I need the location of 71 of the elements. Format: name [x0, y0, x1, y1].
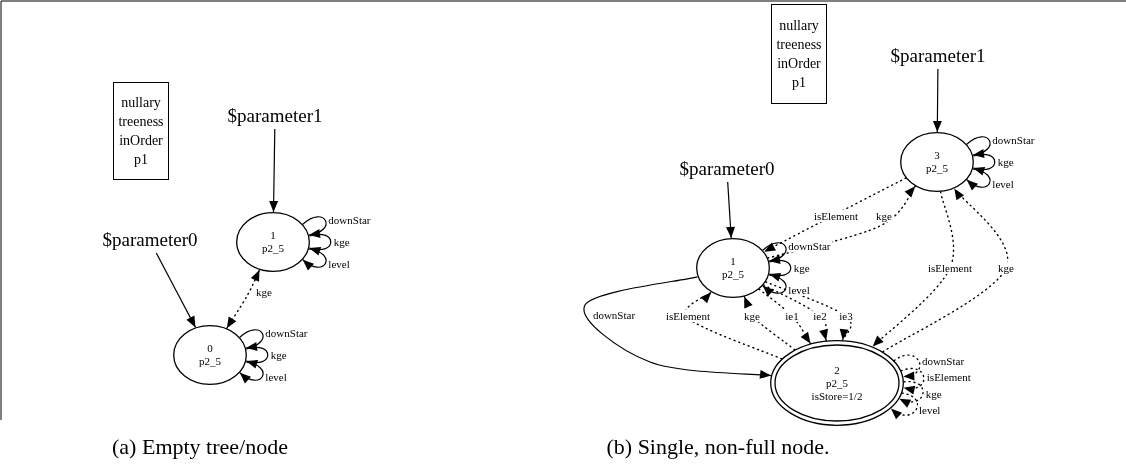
self-loop-arrow — [972, 153, 996, 175]
edge-label: ie1 — [784, 310, 800, 322]
arrow — [583, 276, 772, 380]
edge-label: isElement — [925, 371, 972, 384]
edge-label: kge — [743, 310, 761, 322]
arrow — [763, 177, 907, 253]
property-list: nullary treeness inOrder p1 — [116, 93, 166, 169]
edge-label: level — [918, 403, 942, 416]
self-loop-arrow — [302, 216, 327, 237]
state-label: 2 — [834, 363, 840, 377]
edge-label: kge — [996, 156, 1015, 168]
self-loop-arrow — [762, 274, 787, 297]
state-label: 1 — [270, 229, 276, 242]
edge-label: isElement — [813, 210, 859, 222]
parameter-text: $parameter1 — [883, 45, 993, 69]
self-loop-arrow — [890, 392, 919, 419]
state-label: p2_5 — [926, 162, 948, 175]
edge-label: downStar — [327, 214, 372, 227]
edge-label: kge — [875, 210, 893, 222]
state-label: 0 — [207, 342, 213, 355]
property-box — [771, 4, 827, 104]
edge-label: kge — [269, 349, 288, 361]
parameter-text: $parameter0 — [95, 229, 205, 253]
property-list: nullary treeness inOrder p1 — [774, 16, 824, 92]
edge-label: kge — [332, 236, 351, 248]
self-loop-arrow — [239, 361, 264, 384]
edge-label: kge — [792, 262, 811, 274]
edge-label: downStar — [787, 240, 832, 253]
self-loop-arrow — [898, 381, 924, 407]
arrow — [758, 288, 812, 345]
arrow — [726, 181, 735, 239]
state-label: 3 — [934, 149, 940, 162]
arrow — [932, 68, 942, 133]
state-label: p2_5 — [262, 242, 284, 255]
self-loop-arrow — [302, 248, 327, 271]
arrow — [882, 187, 1009, 353]
self-loop-arrow — [768, 259, 792, 281]
self-loop-arrow — [239, 329, 264, 350]
parameter-text: $parameter1 — [220, 105, 330, 129]
arrow — [743, 295, 796, 351]
self-loop-arrow — [966, 168, 991, 191]
subfigure-caption: (b) Single, non-full node. — [606, 434, 830, 460]
arrow — [155, 252, 197, 328]
edge-label: downStar — [920, 355, 966, 368]
parameter-text: $parameter0 — [672, 158, 782, 182]
edge-label: kge — [997, 262, 1015, 274]
arrow — [269, 128, 279, 213]
edge-label: kge — [924, 388, 943, 401]
state-label: 1 — [730, 255, 736, 268]
edge-label: downStar — [264, 327, 309, 340]
self-loop-arrow — [966, 136, 991, 157]
edge-label: ie2 — [812, 310, 828, 322]
edge-label: ie3 — [838, 310, 854, 322]
edge-label: isElement — [665, 310, 711, 322]
state-label: p2_5 — [826, 376, 848, 390]
edge-label: downStar — [991, 134, 1036, 147]
state-label: p2_5 — [722, 268, 744, 281]
self-loop-arrow — [762, 242, 787, 263]
state-label: p2_5 — [199, 355, 221, 368]
property-box — [113, 82, 169, 180]
arrow — [872, 191, 955, 348]
edge-label: isElement — [927, 262, 973, 274]
edge-label: downStar — [591, 309, 637, 321]
state-label: isStore=1/2 — [811, 389, 863, 403]
arrow — [226, 269, 261, 329]
self-loop-arrow — [893, 354, 921, 380]
subfigure-caption: (a) Empty tree/node — [112, 434, 288, 460]
self-loop-arrow — [245, 346, 269, 368]
self-loop-arrow — [308, 233, 332, 255]
edge-label: kge — [255, 286, 273, 298]
arrow — [762, 284, 830, 342]
